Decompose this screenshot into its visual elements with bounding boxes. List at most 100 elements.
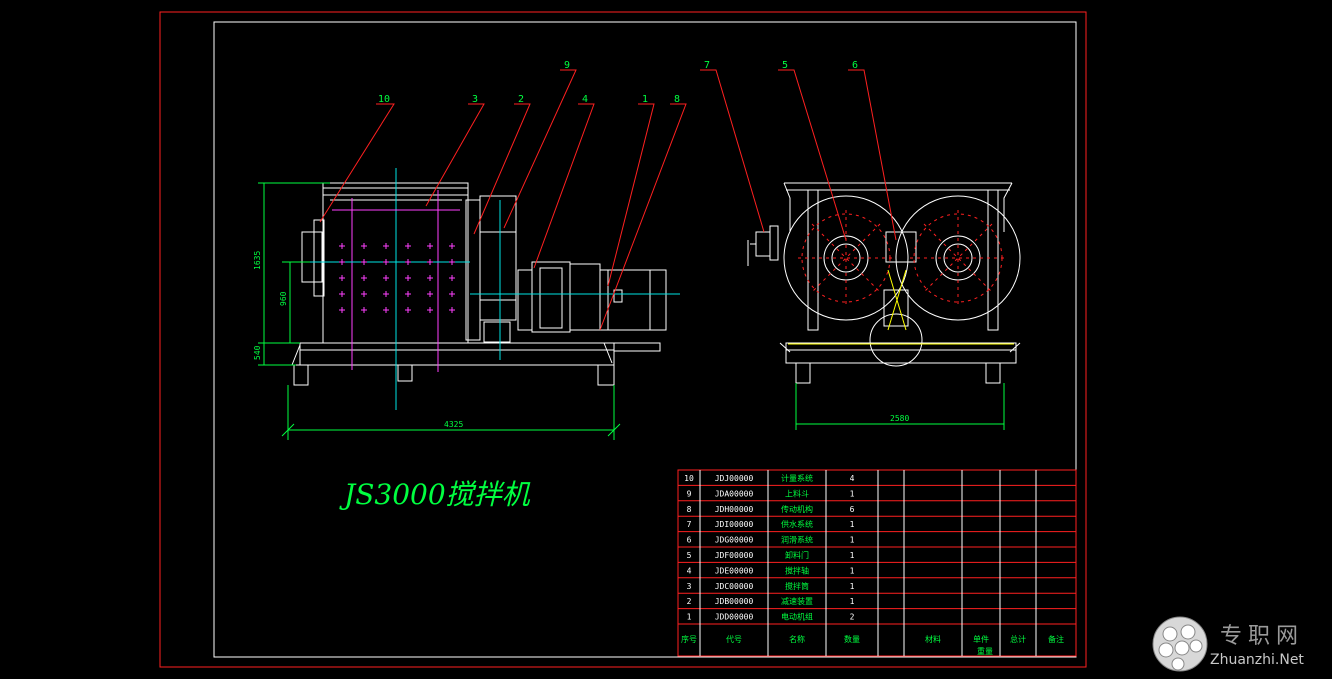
leader-10: 10 xyxy=(378,94,390,105)
table-cell-no: 4 xyxy=(687,566,692,575)
table-cell-name: 供水系统 xyxy=(781,519,813,529)
side-view-red-pattern xyxy=(798,210,1006,306)
dim-height-960: 960 xyxy=(279,291,288,306)
table-row: 3 JDC00000 搅拌筒 1 xyxy=(687,581,855,591)
table-cell-no: 3 xyxy=(687,582,692,591)
leader-6: 6 xyxy=(852,60,858,71)
table-cell-no: 8 xyxy=(687,505,692,514)
plus-mark xyxy=(339,307,345,313)
table-cell-no: 7 xyxy=(687,520,692,529)
table-cell-code: JDH00000 xyxy=(715,505,754,514)
table-cell-code: JDJ00000 xyxy=(715,474,754,483)
inner-border xyxy=(213,21,1077,658)
plus-mark xyxy=(405,259,411,265)
plus-mark xyxy=(339,259,345,265)
plus-mark xyxy=(449,243,455,249)
front-view-centerlines xyxy=(308,168,680,410)
table-cell-no: 9 xyxy=(687,489,692,498)
front-view-dimension-labels: 1635 960 540 4325 xyxy=(253,251,463,429)
plus-mark xyxy=(405,243,411,249)
plus-mark xyxy=(449,259,455,265)
leader-9: 9 xyxy=(564,60,570,71)
dim-height-540: 540 xyxy=(253,345,262,360)
table-cell-code: JDC00000 xyxy=(715,582,754,591)
table-cell-qty: 1 xyxy=(850,489,855,498)
table-cell-name: 传动机构 xyxy=(781,504,813,514)
table-row: 9 JDA00000 上料斗 1 xyxy=(687,488,855,498)
leader-4: 4 xyxy=(582,94,588,105)
plus-mark xyxy=(361,291,367,297)
plus-mark xyxy=(383,243,389,249)
leader-lines xyxy=(319,69,897,331)
table-cell-qty: 1 xyxy=(850,566,855,575)
plus-mark xyxy=(339,243,345,249)
dim-height-1635: 1635 xyxy=(253,251,262,270)
plus-mark xyxy=(339,291,345,297)
drawing-title: JS3000搅拌机 xyxy=(339,478,531,511)
table-cell-name: 电动机组 xyxy=(781,612,813,622)
table-header-cell: 名称 xyxy=(789,634,805,644)
table-cell-qty: 4 xyxy=(850,474,855,483)
table-header-cell: 单件 xyxy=(973,634,989,644)
side-view-yellow-lines xyxy=(788,269,1014,345)
table-cell-qty: 1 xyxy=(850,582,855,591)
plus-mark xyxy=(383,275,389,281)
table-cell-no: 5 xyxy=(687,551,692,560)
table-cell-no: 2 xyxy=(687,597,692,606)
plus-mark xyxy=(427,275,433,281)
plus-mark xyxy=(383,259,389,265)
table-cell-name: 润滑系统 xyxy=(781,535,813,545)
table-cell-qty: 1 xyxy=(850,597,855,606)
table-cell-qty: 6 xyxy=(850,505,855,514)
table-cell-code: JDD00000 xyxy=(715,613,754,622)
table-cell-no: 1 xyxy=(687,613,692,622)
leader-3: 3 xyxy=(472,94,478,105)
leader-2: 2 xyxy=(518,94,524,105)
plus-mark xyxy=(449,275,455,281)
outer-border xyxy=(159,11,1087,668)
plus-mark xyxy=(405,275,411,281)
front-view xyxy=(291,182,667,386)
table-cell-name: 上料斗 xyxy=(785,488,809,498)
table-cell-name: 搅拌轴 xyxy=(785,565,809,575)
table-cell-code: JDG00000 xyxy=(715,536,754,545)
plus-mark xyxy=(383,291,389,297)
table-cell-qty: 1 xyxy=(850,536,855,545)
dim-length-4325: 4325 xyxy=(444,420,463,429)
watermark-cn: 专职网 xyxy=(1220,624,1305,649)
leader-numbers: 10 3 2 9 4 1 8 7 5 6 xyxy=(378,60,858,105)
plus-mark xyxy=(361,259,367,265)
leader-5: 5 xyxy=(782,60,788,71)
leader-1: 1 xyxy=(642,94,648,105)
leader-7: 7 xyxy=(704,60,710,71)
plus-mark xyxy=(361,307,367,313)
plus-mark xyxy=(427,307,433,313)
table-header-cell: 材料 xyxy=(925,634,941,644)
dim-width-2580: 2580 xyxy=(890,414,909,423)
plus-mark xyxy=(427,291,433,297)
plus-mark xyxy=(427,259,433,265)
table-cell-name: 搅拌筒 xyxy=(785,581,809,591)
front-view-hatch-marks xyxy=(339,243,455,313)
plus-mark xyxy=(383,307,389,313)
table-cell-code: JDA00000 xyxy=(715,489,754,498)
watermark: 专职网 Zhuanzhi.Net xyxy=(1150,614,1330,676)
plus-mark xyxy=(339,275,345,281)
table-header: 序号代号名称数量材料单件总计备注重量 xyxy=(681,634,1064,656)
plus-mark xyxy=(449,307,455,313)
plus-mark xyxy=(427,243,433,249)
leader-8: 8 xyxy=(674,94,680,105)
table-cell-name: 减速装置 xyxy=(781,596,813,606)
table-header-cell: 总计 xyxy=(1010,634,1026,644)
plus-mark xyxy=(361,275,367,281)
side-view-dimensions xyxy=(795,383,1005,430)
table-cell-no: 10 xyxy=(684,474,694,483)
table-cell-code: JDF00000 xyxy=(715,551,754,560)
